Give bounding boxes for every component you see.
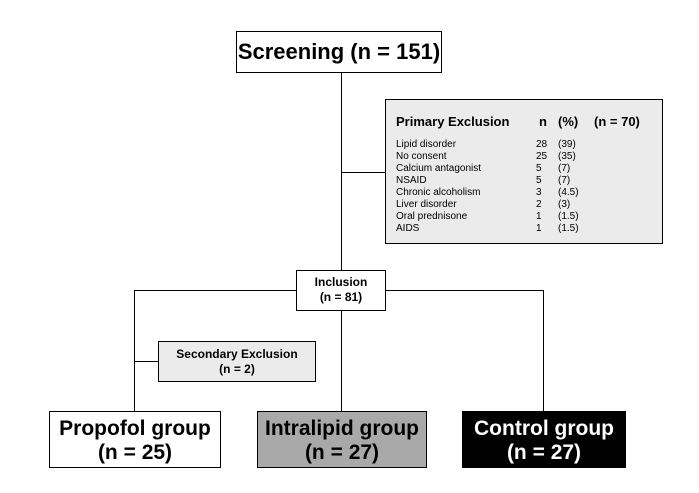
control-group-name: Control group bbox=[474, 417, 614, 440]
exclusion-n: 2 bbox=[536, 199, 542, 210]
screening-label: Screening (n = 151) bbox=[237, 39, 441, 64]
exclusion-n: 25 bbox=[536, 151, 548, 162]
secondary-exclusion-count: (n = 2) bbox=[219, 362, 255, 376]
control-group-count: (n = 27) bbox=[506, 441, 582, 464]
inclusion-count: (n = 81) bbox=[319, 290, 363, 304]
intralipid-group-name: Intralipid group bbox=[265, 417, 419, 440]
connector-to-control bbox=[543, 290, 544, 411]
exclusion-row: Lipid disorder 28 (39) bbox=[386, 139, 662, 150]
connector-to-propofol bbox=[134, 290, 135, 411]
exclusion-n: 28 bbox=[536, 139, 548, 150]
exclusion-reason: Oral prednisone bbox=[396, 211, 468, 222]
exclusion-row: NSAID 5 (7) bbox=[386, 175, 662, 186]
exclusion-row: No consent 25 (35) bbox=[386, 151, 662, 162]
exclusion-pct: (1.5) bbox=[558, 211, 579, 222]
exclusion-reason: Lipid disorder bbox=[396, 139, 457, 150]
exclusion-n: 1 bbox=[536, 211, 542, 222]
primary-exclusion-title: Primary Exclusion bbox=[396, 114, 510, 129]
exclusion-reason: NSAID bbox=[396, 175, 427, 186]
inclusion-title: Inclusion bbox=[314, 275, 368, 289]
exclusion-n: 5 bbox=[536, 163, 542, 174]
secondary-exclusion-title: Secondary Exclusion bbox=[176, 347, 298, 361]
exclusion-reason: No consent bbox=[396, 151, 447, 162]
propofol-group-count: (n = 25) bbox=[97, 441, 173, 464]
propofol-group-name: Propofol group bbox=[59, 417, 211, 440]
propofol-group-box: Propofol group (n = 25) bbox=[49, 411, 221, 468]
primary-exclusion-pct-header: (%) bbox=[558, 114, 579, 129]
exclusion-reason: AIDS bbox=[396, 223, 420, 234]
exclusion-n: 1 bbox=[536, 223, 542, 234]
exclusion-row: AIDS 1 (1.5) bbox=[386, 223, 662, 234]
primary-exclusion-n-header: n bbox=[539, 114, 547, 129]
exclusion-row: Oral prednisone 1 (1.5) bbox=[386, 211, 662, 222]
control-group-box: Control group (n = 27) bbox=[462, 411, 626, 468]
exclusion-pct: (7) bbox=[558, 175, 571, 186]
exclusion-row: Liver disorder 2 (3) bbox=[386, 199, 662, 210]
exclusion-row: Chronic alcoholism 3 (4.5) bbox=[386, 187, 662, 198]
exclusion-pct: (35) bbox=[558, 151, 576, 162]
connector-to-primary-exclusion bbox=[341, 172, 385, 173]
primary-exclusion-total: (n = 70) bbox=[594, 114, 640, 129]
exclusion-reason: Chronic alcoholism bbox=[396, 187, 481, 198]
connector-to-secondary-exclusion bbox=[134, 361, 158, 362]
primary-exclusion-box: Primary Exclusion n (%) (n = 70) Lipid d… bbox=[385, 99, 663, 244]
exclusion-reason: Liver disorder bbox=[396, 199, 457, 210]
intralipid-group-count: (n = 27) bbox=[304, 441, 380, 464]
secondary-exclusion-box: Secondary Exclusion (n = 2) bbox=[158, 341, 316, 382]
exclusion-pct: (1.5) bbox=[558, 223, 579, 234]
exclusion-pct: (4.5) bbox=[558, 187, 579, 198]
exclusion-reason: Calcium antagonist bbox=[396, 163, 482, 174]
exclusion-n: 5 bbox=[536, 175, 542, 186]
connector-screening-to-inclusion bbox=[341, 73, 342, 270]
exclusion-pct: (39) bbox=[558, 139, 576, 150]
inclusion-box: Inclusion (n = 81) bbox=[296, 270, 386, 311]
exclusion-pct: (7) bbox=[558, 163, 571, 174]
connector-to-intralipid bbox=[341, 311, 342, 411]
exclusion-pct: (3) bbox=[558, 199, 571, 210]
intralipid-group-box: Intralipid group (n = 27) bbox=[257, 411, 427, 468]
screening-box: Screening (n = 151) bbox=[236, 31, 442, 73]
exclusion-n: 3 bbox=[536, 187, 542, 198]
exclusion-row: Calcium antagonist 5 (7) bbox=[386, 163, 662, 174]
